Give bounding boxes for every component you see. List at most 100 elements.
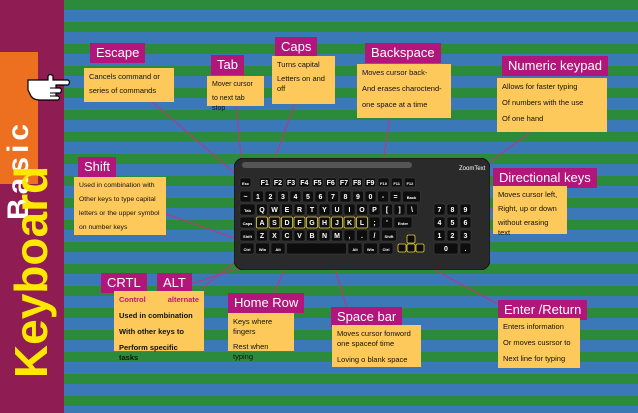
tab-line: to next tab stop bbox=[212, 95, 245, 112]
keyboard-key-label: Caps bbox=[243, 221, 254, 226]
keyboard-key-label: ; bbox=[373, 220, 375, 227]
shift-line: on number keys bbox=[79, 224, 128, 231]
keyboard-key bbox=[415, 243, 425, 253]
ctrl-alt-note: Control alternate Used in combination Wi… bbox=[114, 291, 204, 362]
keyboard-key-label: P bbox=[372, 207, 377, 214]
alt-subtitle: alternate bbox=[167, 295, 199, 304]
keyboard-key-label: Back bbox=[407, 195, 417, 200]
backspace-line: Moves cursor back- bbox=[362, 68, 428, 77]
keyboard-key bbox=[286, 242, 347, 255]
keyboard-key bbox=[338, 177, 350, 188]
homerow-note: Keys where fingers Rest when typing bbox=[228, 313, 294, 361]
alt-title: ALT bbox=[157, 273, 192, 293]
keyboard-key bbox=[459, 203, 472, 216]
backspace-line: one space at a time bbox=[362, 100, 428, 109]
keyboard-key bbox=[281, 203, 293, 216]
keyboard-key-label: F9 bbox=[366, 180, 374, 187]
escape-line: Cancels command or bbox=[89, 72, 160, 81]
media-keys-strip bbox=[242, 162, 412, 168]
keyboard-key-label: F5 bbox=[313, 180, 321, 187]
keyboard-key-label: O bbox=[359, 207, 365, 214]
spacebar-line: Moves cursor fonword bbox=[337, 329, 411, 338]
keyboard-key bbox=[239, 177, 252, 188]
numeric-note: Allows for faster typing Of numbers with… bbox=[497, 78, 607, 132]
keyboard-key bbox=[404, 177, 416, 188]
keyboard-key bbox=[293, 203, 306, 216]
numeric-title: Numeric keypad bbox=[502, 56, 608, 76]
keyboard-key-label: Win bbox=[367, 247, 375, 252]
keyboard-key bbox=[239, 190, 252, 203]
keyboard-key bbox=[255, 242, 270, 255]
keyboard-key bbox=[368, 216, 381, 229]
escape-line: series of commands bbox=[89, 86, 157, 95]
keyboard-key bbox=[306, 216, 318, 229]
keyboard-key bbox=[331, 203, 343, 216]
keyboard-key-label: ' bbox=[386, 220, 388, 227]
keyboard-key-label: [ bbox=[386, 207, 389, 214]
shift-connector bbox=[165, 213, 241, 241]
keyboard-key bbox=[285, 177, 297, 188]
keyboard-key-label: B bbox=[309, 233, 314, 240]
directional-line: Moves cursor left, bbox=[498, 190, 558, 199]
ctrl-subtitle: Control bbox=[119, 295, 146, 304]
keyboard-key bbox=[277, 190, 289, 203]
keyboard-key bbox=[327, 190, 339, 203]
keyboard-key-label: F10 bbox=[380, 181, 388, 186]
shift-line: letters or the upper symbol bbox=[79, 210, 160, 217]
keyboard-key-label: T bbox=[310, 207, 315, 214]
caps-title: Caps bbox=[275, 37, 318, 57]
backspace-title: Backspace bbox=[365, 43, 441, 63]
keyboard-key bbox=[377, 177, 390, 188]
keyboard-key bbox=[356, 229, 368, 242]
keyboard-key-label: F8 bbox=[353, 180, 361, 187]
keyboard-key bbox=[268, 203, 281, 216]
enter-line: Or moves cusrsor to bbox=[503, 338, 571, 347]
spacebar-line: Loving o blank space bbox=[337, 355, 408, 364]
keyboard-key bbox=[256, 216, 268, 229]
keyboard-key bbox=[239, 229, 256, 242]
directional-title: Directional keys bbox=[493, 168, 597, 188]
keyboard-key-label: Enter bbox=[398, 221, 409, 226]
keyboard-key bbox=[252, 190, 264, 203]
keyboard-key bbox=[406, 234, 416, 244]
keyboard-key-label: ] bbox=[398, 207, 400, 214]
keyboard-key-label: U bbox=[334, 207, 339, 214]
caps-note: Turns capital Letters on and off bbox=[272, 56, 335, 104]
keyboard-key-label: F3 bbox=[287, 180, 295, 187]
keyboard-key bbox=[293, 216, 306, 229]
numeric-line: Allows for faster typing bbox=[502, 82, 578, 91]
keyboard-key bbox=[314, 190, 327, 203]
keyboard-key-label: S bbox=[272, 220, 277, 227]
keyboard-key-label: R bbox=[297, 207, 302, 214]
keyboard-key bbox=[406, 243, 416, 253]
escape-connector bbox=[149, 99, 246, 183]
keyboard-key bbox=[397, 243, 407, 253]
keyboard-key bbox=[352, 190, 364, 203]
keyboard-key-label: \ bbox=[411, 207, 413, 214]
keyboard-key bbox=[459, 216, 472, 229]
keyboard-key bbox=[356, 216, 368, 229]
homerow-line: Rest when typing bbox=[233, 342, 269, 361]
tab-title: Tab bbox=[211, 55, 244, 75]
keyboard-key-label: W bbox=[271, 207, 278, 214]
keyboard-key-label: 7 bbox=[331, 194, 335, 201]
keyboard-key bbox=[446, 216, 459, 229]
keyboard-key bbox=[264, 190, 277, 203]
keyboard-key bbox=[343, 216, 356, 229]
keyboard-key-label: F11 bbox=[393, 181, 400, 186]
keyboard-key bbox=[343, 229, 356, 242]
keyboard-key bbox=[331, 229, 343, 242]
keyboard-key-label: F2 bbox=[274, 180, 282, 187]
escape-title: Escape bbox=[90, 43, 146, 63]
keyboard-key-label: F bbox=[297, 220, 302, 227]
keyboard-key bbox=[390, 177, 403, 188]
enter-line: Next line for typing bbox=[503, 354, 566, 363]
tab-line: Mover cursor bbox=[212, 81, 253, 88]
keyboard-key-label: 8 bbox=[344, 194, 348, 201]
keyboard-key-label: N bbox=[322, 233, 327, 240]
keyboard-key-label: F4 bbox=[300, 180, 308, 187]
keyboard-key bbox=[433, 216, 446, 229]
keyboard-key bbox=[381, 203, 393, 216]
keyboard-key-label: 9 bbox=[464, 207, 468, 214]
